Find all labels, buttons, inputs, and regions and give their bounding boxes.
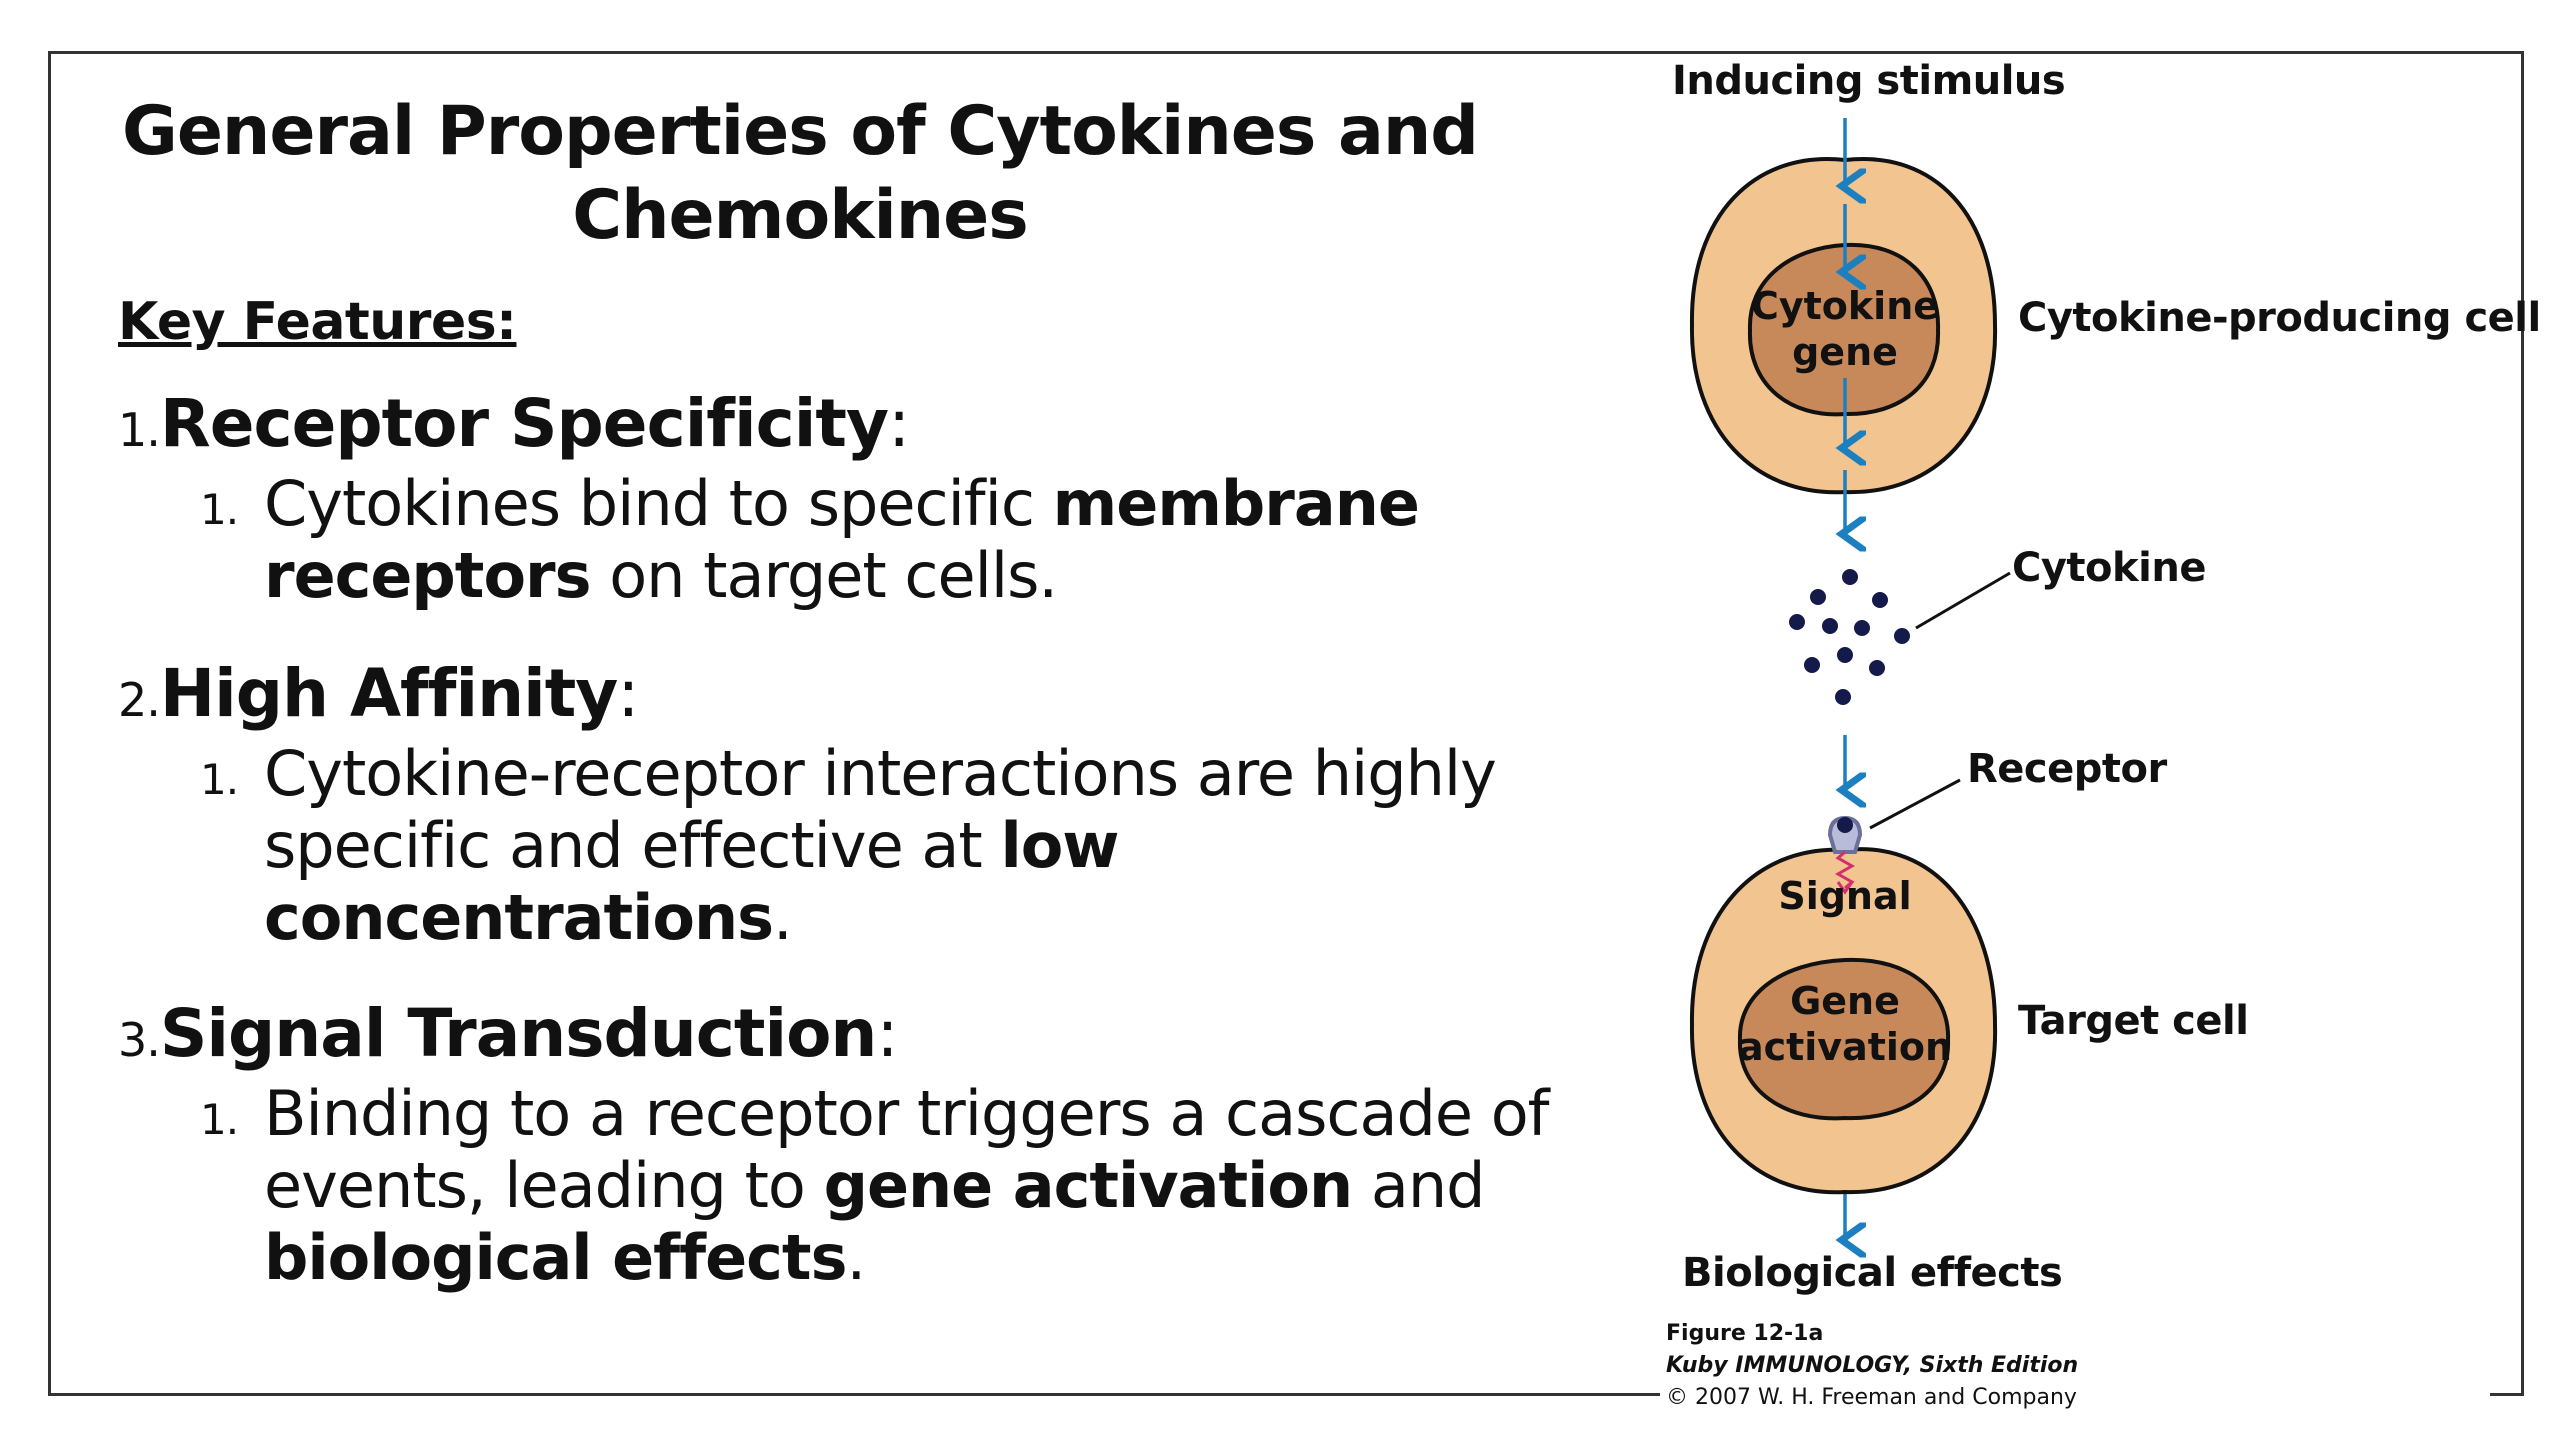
point-2-title: High Affinity bbox=[159, 655, 618, 732]
cytokine-dots bbox=[1789, 569, 1910, 705]
point-2-detail: 1. Cytokine-receptor interactions are hi… bbox=[200, 737, 1497, 954]
gene-activation-label: Gene activation bbox=[1737, 979, 1953, 1069]
biological-effects-label: Biological effects bbox=[1682, 1250, 2063, 1296]
point-3-title: Signal Transduction bbox=[159, 995, 878, 1072]
target-cell-label: Target cell bbox=[2018, 998, 2249, 1044]
receptor-label: Receptor bbox=[1967, 746, 2167, 792]
point-1-sub-number: 1. bbox=[200, 485, 239, 534]
point-2-sub-number: 1. bbox=[200, 755, 239, 804]
inducing-stimulus-label: Inducing stimulus bbox=[1672, 58, 2066, 104]
target-cell-nucleus bbox=[1737, 957, 1951, 1121]
point-3-heading: 3.Signal Transduction: bbox=[118, 995, 899, 1072]
point-3-sub-number: 1. bbox=[200, 1095, 239, 1144]
slide-frame bbox=[48, 51, 2524, 1396]
signal-label: Signal bbox=[1778, 874, 1912, 918]
cytokine-gene-label: Cytokine gene bbox=[1750, 284, 1940, 374]
point-1-heading: 1.Receptor Specificity: bbox=[118, 385, 910, 462]
receptor-shape bbox=[1827, 815, 1863, 854]
point-3-number: 3. bbox=[118, 1013, 161, 1067]
point-2-number: 2. bbox=[118, 673, 161, 727]
frame-gap bbox=[1660, 1390, 2490, 1402]
point-1-title: Receptor Specificity bbox=[159, 385, 889, 462]
receptor-leader-line bbox=[1869, 778, 1961, 830]
point-3-detail: 1. Binding to a receptor triggers a casc… bbox=[200, 1077, 1549, 1294]
point-1-number: 1. bbox=[118, 403, 161, 457]
point-2-heading: 2.High Affinity: bbox=[118, 655, 640, 732]
cytokine-producing-cell-label: Cytokine-producing cell bbox=[2018, 295, 2541, 341]
figure-caption: Figure 12-1a Kuby IMMUNOLOGY, Sixth Edit… bbox=[1666, 1321, 2079, 1410]
point-1-detail: 1. Cytokines bind to specific membrane r… bbox=[200, 467, 1420, 612]
cytokine-label: Cytokine bbox=[2012, 545, 2206, 591]
cytokine-leader-line bbox=[1915, 571, 2011, 630]
key-features-label: Key Features: bbox=[118, 292, 517, 352]
slide-title: General Properties of Cytokines and Chem… bbox=[122, 92, 1479, 255]
